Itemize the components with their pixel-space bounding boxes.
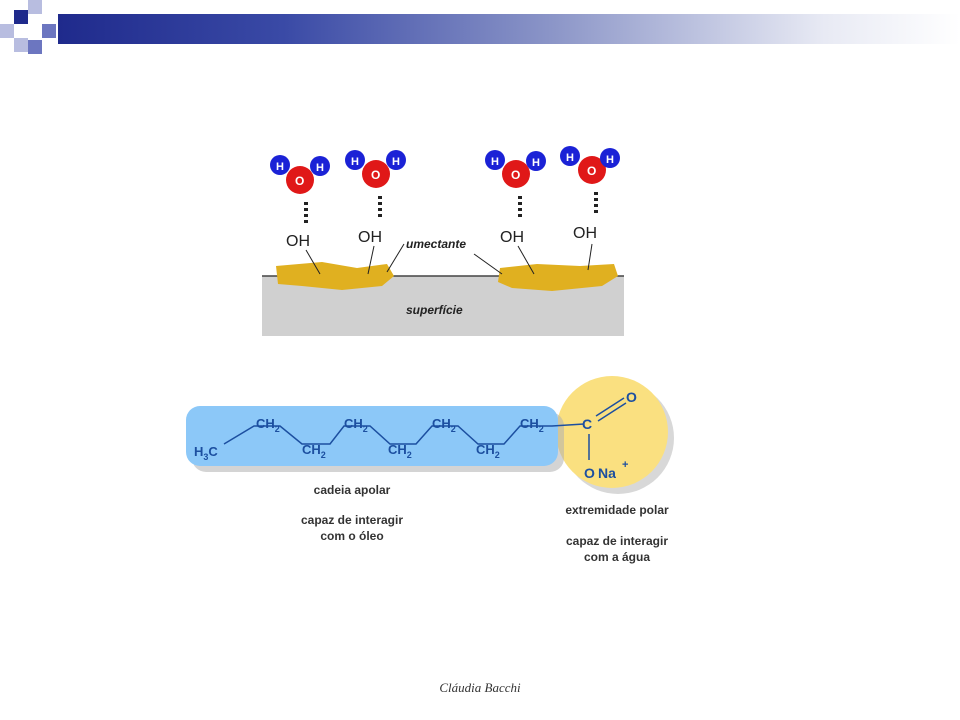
svg-text:H: H (491, 156, 499, 168)
header-square-dark (14, 10, 28, 24)
double-bond-1 (595, 397, 625, 417)
hydroxyl-label: OH (500, 229, 524, 246)
svg-text:O: O (511, 168, 520, 182)
hydroxyl-pointer (517, 245, 535, 275)
hydrogen-atom (310, 156, 330, 176)
umectante-pointer-left (386, 243, 405, 273)
ch2-group: CH2 (520, 416, 544, 434)
humectant-diagram: superfície O H H OH O H H OH umectante O… (262, 136, 624, 336)
ch2-group: CH2 (302, 442, 326, 460)
umectante-pointer-right (473, 253, 503, 275)
hydrogen-atom (270, 155, 290, 175)
apolar-desc: com o óleo (320, 529, 383, 543)
slide-footer: Cláudia Bacchi (439, 680, 521, 695)
polar-head (556, 376, 668, 488)
header-square-light (14, 38, 28, 52)
water-molecule: O H H (345, 150, 406, 188)
oxygen-atom (502, 160, 530, 188)
carbon-atom: C (582, 416, 592, 432)
hydroxyl-label: OH (286, 233, 310, 250)
ch2-group: CH2 (388, 442, 412, 460)
svg-text:H: H (532, 157, 540, 169)
svg-text:H: H (606, 154, 614, 166)
oxygen-atom (362, 160, 390, 188)
oxygen-atom (286, 166, 314, 194)
svg-text:H: H (392, 156, 400, 168)
hydrogen-atom (485, 150, 505, 170)
carbonyl-oxygen: O (626, 389, 637, 405)
water-molecule: O H H (270, 155, 330, 194)
double-bond-2 (597, 402, 627, 422)
apolar-desc: capaz de interagir (301, 513, 403, 527)
hydrogen-atom (386, 150, 406, 170)
surface-label: superfície (406, 303, 463, 317)
header-square-mid (42, 24, 56, 38)
header-square-light (0, 24, 14, 38)
carbon-chain-bonds (223, 423, 585, 445)
svg-text:O: O (295, 174, 304, 188)
header-bar (58, 14, 960, 44)
methyl-group: H3C (194, 444, 218, 462)
svg-text:H: H (566, 152, 574, 164)
hydroxyl-label: OH (573, 225, 597, 242)
hydrogen-atom (526, 151, 546, 171)
ch2-group: CH2 (256, 416, 280, 434)
polar-desc: com a água (584, 550, 650, 564)
ch2-group: CH2 (476, 442, 500, 460)
water-molecule: O H H (485, 150, 546, 188)
hydrogen-atom (560, 146, 580, 166)
hydroxyl-pointer (587, 243, 593, 271)
apolar-title: cadeia apolar (314, 483, 391, 497)
apolar-chain-box (186, 406, 558, 466)
svg-text:H: H (276, 161, 284, 173)
oxygen-atom (578, 156, 606, 184)
humectant-blob-right (498, 264, 618, 291)
hydrogen-atom (600, 148, 620, 168)
svg-text:O: O (371, 168, 380, 182)
sodium-ion: Na (598, 465, 616, 481)
hydroxyl-pointer (367, 245, 375, 275)
polar-desc: capaz de interagir (566, 534, 668, 548)
ch2-group: CH2 (344, 416, 368, 434)
hydrogen-atom (345, 150, 365, 170)
soap-molecule-diagram: H3C CH2 CH2 CH2 CH2 CH2 CH2 CH2 C O O Na… (186, 376, 674, 564)
svg-text:O: O (587, 164, 596, 178)
hydroxyl-pointer (305, 249, 321, 275)
polar-title: extremidade polar (565, 503, 669, 517)
charge-plus: + (622, 459, 628, 471)
ch2-group: CH2 (432, 416, 456, 434)
header-square-light (28, 0, 42, 14)
oxygen-anion: O (584, 465, 595, 481)
svg-text:H: H (316, 162, 324, 174)
svg-text:H: H (351, 156, 359, 168)
header-square-mid (28, 40, 42, 54)
hydroxyl-label: OH (358, 229, 382, 246)
water-molecule: O H H (560, 146, 620, 184)
humectant-blob-left (276, 262, 394, 290)
umectante-label: umectante (406, 237, 466, 251)
